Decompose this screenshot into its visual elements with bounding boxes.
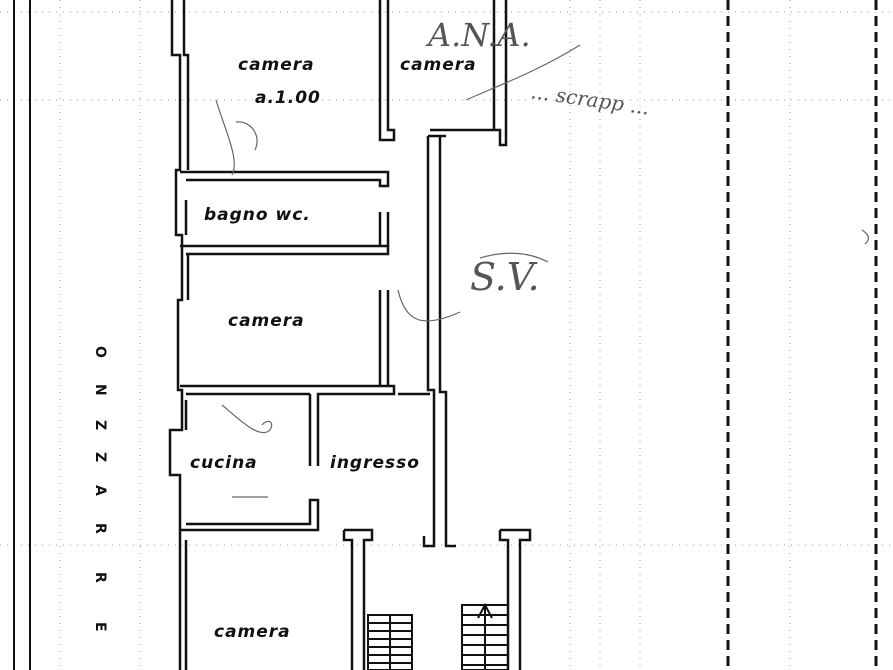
street-char: R xyxy=(92,523,108,534)
street-char: R xyxy=(92,572,108,583)
handwriting-top-right-2: ... scrapp ... xyxy=(529,79,651,119)
handwriting-middle: S.V. xyxy=(470,255,540,299)
room-label-ingresso: ingresso xyxy=(330,453,420,473)
street-char: O xyxy=(92,346,108,358)
room-label-bagno: bagno wc. xyxy=(204,205,311,225)
room-dimension-top-left: a.1.00 xyxy=(255,88,321,108)
interior-walls xyxy=(180,0,532,670)
room-label-camera-bottom: camera xyxy=(214,622,291,642)
room-label-camera-top-right: camera xyxy=(400,55,477,75)
street-char: E xyxy=(92,622,108,632)
room-label-cucina: cucina xyxy=(190,453,258,473)
stair-treads xyxy=(367,602,509,670)
room-label-camera-top-left: camera xyxy=(238,55,315,75)
street-label: O N Z Z A R R E xyxy=(92,346,108,632)
handwritten-marks xyxy=(215,44,869,498)
street-char: Z xyxy=(92,452,108,462)
exterior-wall-left xyxy=(168,0,190,670)
property-boundary-right xyxy=(726,0,878,670)
handwriting-top-right: A.N.A. xyxy=(425,16,531,54)
street-char: Z xyxy=(92,420,108,430)
street-char: N xyxy=(92,384,108,396)
room-label-camera-mid: camera xyxy=(228,311,305,331)
street-char: A xyxy=(92,485,108,496)
street-boundary xyxy=(13,0,31,670)
